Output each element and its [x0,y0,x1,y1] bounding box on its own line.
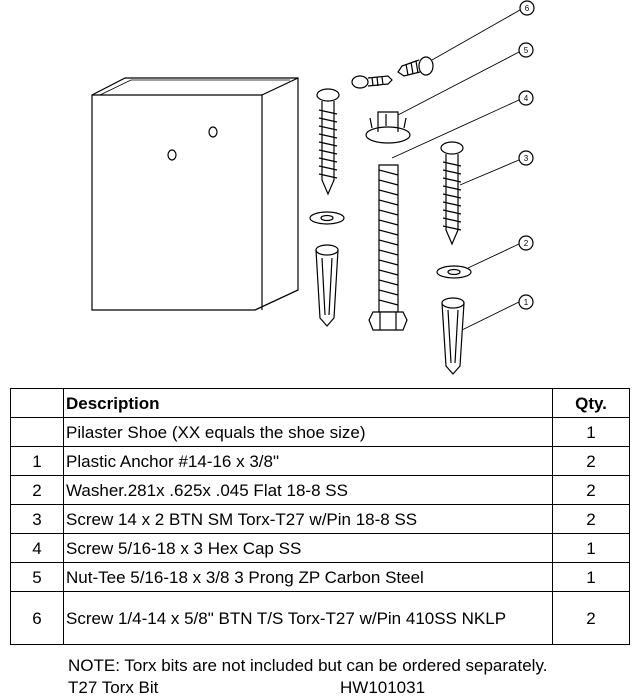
header-num [10,388,64,418]
hex-bolt-illustration [368,99,520,331]
right-screw-illustration [440,141,520,246]
row-description: Washer.281x .625x .045 Flat 18-8 SS [63,475,553,505]
callout-4: 4 [524,94,529,103]
row-description: Screw 1/4-14 x 5/8" BTN T/S Torx-T27 w/P… [63,591,553,645]
row-qty: 1 [552,562,630,592]
table-row: 6 Screw 1/4-14 x 5/8" BTN T/S Torx-T27 w… [10,591,630,645]
left-screw-illustration [316,88,340,196]
row-num: 1 [10,446,64,476]
table-row: 3 Screw 14 x 2 BTN SM Torx-T27 w/Pin 18-… [10,504,630,534]
row-num: 2 [10,475,64,505]
table-row: 5 Nut-Tee 5/16-18 x 3/8 3 Prong ZP Carbo… [10,562,630,592]
table-row: 4 Screw 5/16-18 x 3 Hex Cap SS 1 [10,533,630,563]
header-qty: Qty. [552,388,630,418]
row-description: Screw 14 x 2 BTN SM Torx-T27 w/Pin 18-8 … [63,504,553,534]
left-washer-illustration [309,211,345,225]
row-num [10,417,64,447]
table-row: 1 Plastic Anchor #14-16 x 3/8" 2 [10,446,630,476]
row-qty: 2 [552,446,630,476]
callout-circles [518,0,535,310]
torx-note: NOTE: Torx bits are not included but can… [68,656,548,675]
row-num: 4 [10,533,64,563]
top-small-screws-illustration [351,9,521,89]
callout-5: 5 [524,46,529,55]
header-description: Description [63,388,553,418]
row-qty: 1 [552,417,630,447]
parts-table: Description Qty. Pilaster Shoe (XX equal… [10,388,630,645]
row-num: 3 [10,504,64,534]
row-description: Pilaster Shoe (XX equals the shoe size) [63,417,553,447]
row-num: 5 [10,562,64,592]
bit-name: T27 Torx Bit [68,678,159,697]
right-anchor-illustration [441,297,520,375]
row-qty: 2 [552,591,630,645]
callout-3: 3 [524,154,529,163]
left-anchor-illustration [315,244,339,327]
table-row: Pilaster Shoe (XX equals the shoe size) … [10,417,630,447]
callout-1: 1 [524,298,529,307]
row-description: Nut-Tee 5/16-18 x 3/8 3 Prong ZP Carbon … [63,562,553,592]
exploded-parts-drawing: 6 5 4 3 2 1 [91,0,535,375]
bit-code: HW101031 [340,678,426,697]
row-description: Plastic Anchor #14-16 x 3/8" [63,446,553,476]
right-washer-illustration [436,243,520,279]
row-qty: 2 [552,504,630,534]
row-description: Screw 5/16-18 x 3 Hex Cap SS [63,533,553,563]
row-qty: 2 [552,475,630,505]
callout-2: 2 [524,239,529,248]
row-num: 6 [10,591,64,645]
row-qty: 1 [552,533,630,563]
tee-nut-illustration [365,51,520,144]
table-header-row: Description Qty. [10,388,630,418]
table-row: 2 Washer.281x .625x .045 Flat 18-8 SS 2 [10,475,630,505]
callout-6: 6 [525,4,530,13]
pilaster-shoe-illustration [91,77,299,311]
